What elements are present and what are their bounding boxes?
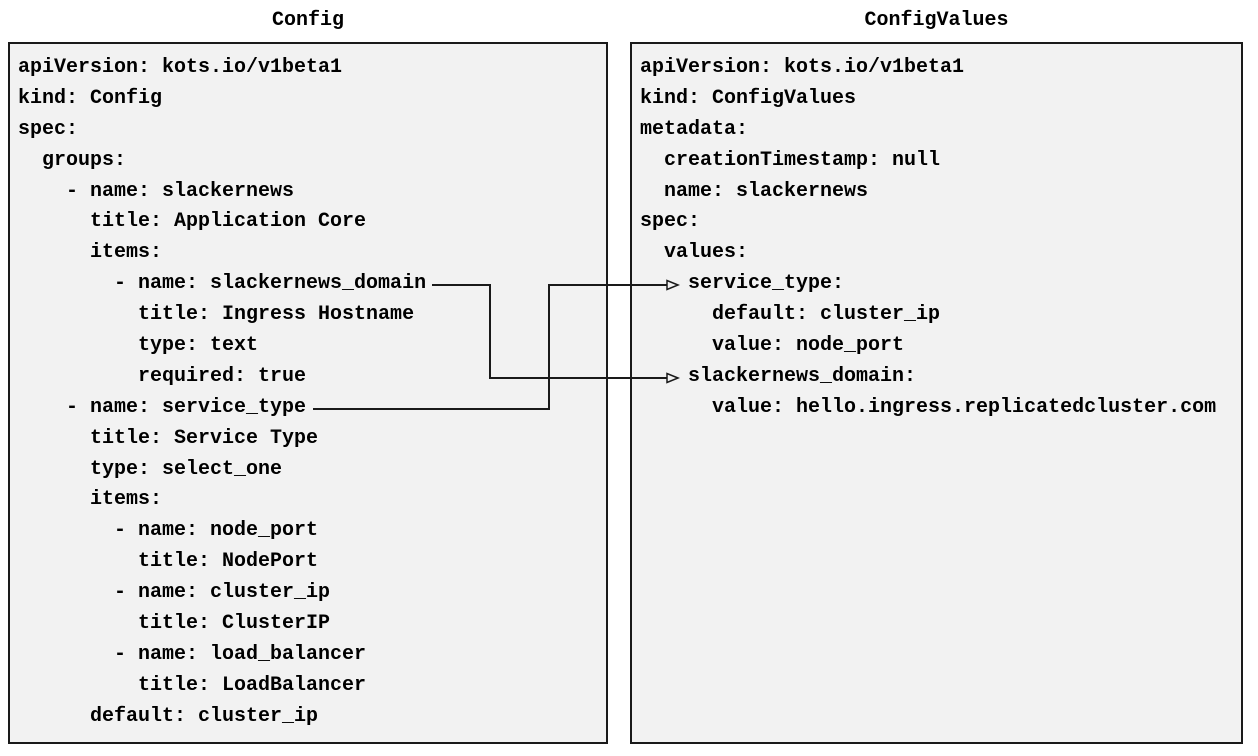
- yaml-line: - name: cluster_ip: [18, 581, 331, 605]
- yaml-line-service-type-value: service_type:: [640, 272, 845, 296]
- yaml-line: title: Application Core: [18, 210, 367, 234]
- yaml-line: kind: Config: [18, 86, 163, 110]
- yaml-line: type: select_one: [18, 457, 283, 481]
- yaml-line-slackernews-domain-value: slackernews_domain:: [640, 364, 917, 388]
- yaml-line: required: true: [18, 364, 307, 388]
- yaml-line: apiVersion: kots.io/v1beta1: [640, 56, 965, 79]
- yaml-line: spec:: [18, 117, 79, 141]
- yaml-line: name: slackernews: [640, 179, 869, 203]
- yaml-line-service-type: - name: service_type: [18, 395, 307, 419]
- yaml-line: items:: [18, 241, 163, 265]
- yaml-line: metadata:: [640, 117, 749, 141]
- yaml-line: kind: ConfigValues: [640, 86, 857, 110]
- yaml-line: title: Service Type: [18, 426, 319, 450]
- yaml-line: items:: [18, 488, 163, 512]
- yaml-line: spec:: [640, 210, 701, 234]
- yaml-line: value: node_port: [640, 334, 905, 358]
- yaml-line: default: cluster_ip: [640, 303, 941, 327]
- config-code-block: apiVersion: kots.io/v1beta1 kind: Config…: [8, 42, 608, 744]
- yaml-line: default: cluster_ip: [18, 704, 319, 728]
- yaml-line: - name: node_port: [18, 519, 319, 543]
- yaml-line: title: Ingress Hostname: [18, 303, 415, 327]
- yaml-line: title: NodePort: [18, 550, 319, 574]
- yaml-line-slackernews-domain: - name: slackernews_domain: [18, 272, 427, 296]
- configvalues-block-title: ConfigValues: [864, 9, 1009, 32]
- yaml-line: groups:: [18, 148, 127, 172]
- yaml-line: apiVersion: kots.io/v1beta1: [18, 56, 343, 79]
- yaml-line: title: ClusterIP: [18, 612, 331, 636]
- yaml-line: - name: slackernews: [18, 179, 295, 203]
- config-block-title: Config: [271, 9, 344, 32]
- yaml-line: creationTimestamp: null: [640, 148, 941, 172]
- yaml-line: - name: load_balancer: [18, 642, 367, 666]
- yaml-line: value: hello.ingress.replicatedcluster.c…: [640, 395, 1217, 419]
- yaml-line: type: text: [18, 334, 259, 358]
- yaml-line: values:: [640, 241, 749, 265]
- configvalues-code-block: apiVersion: kots.io/v1beta1 kind: Config…: [630, 42, 1243, 744]
- yaml-line: title: LoadBalancer: [18, 673, 367, 697]
